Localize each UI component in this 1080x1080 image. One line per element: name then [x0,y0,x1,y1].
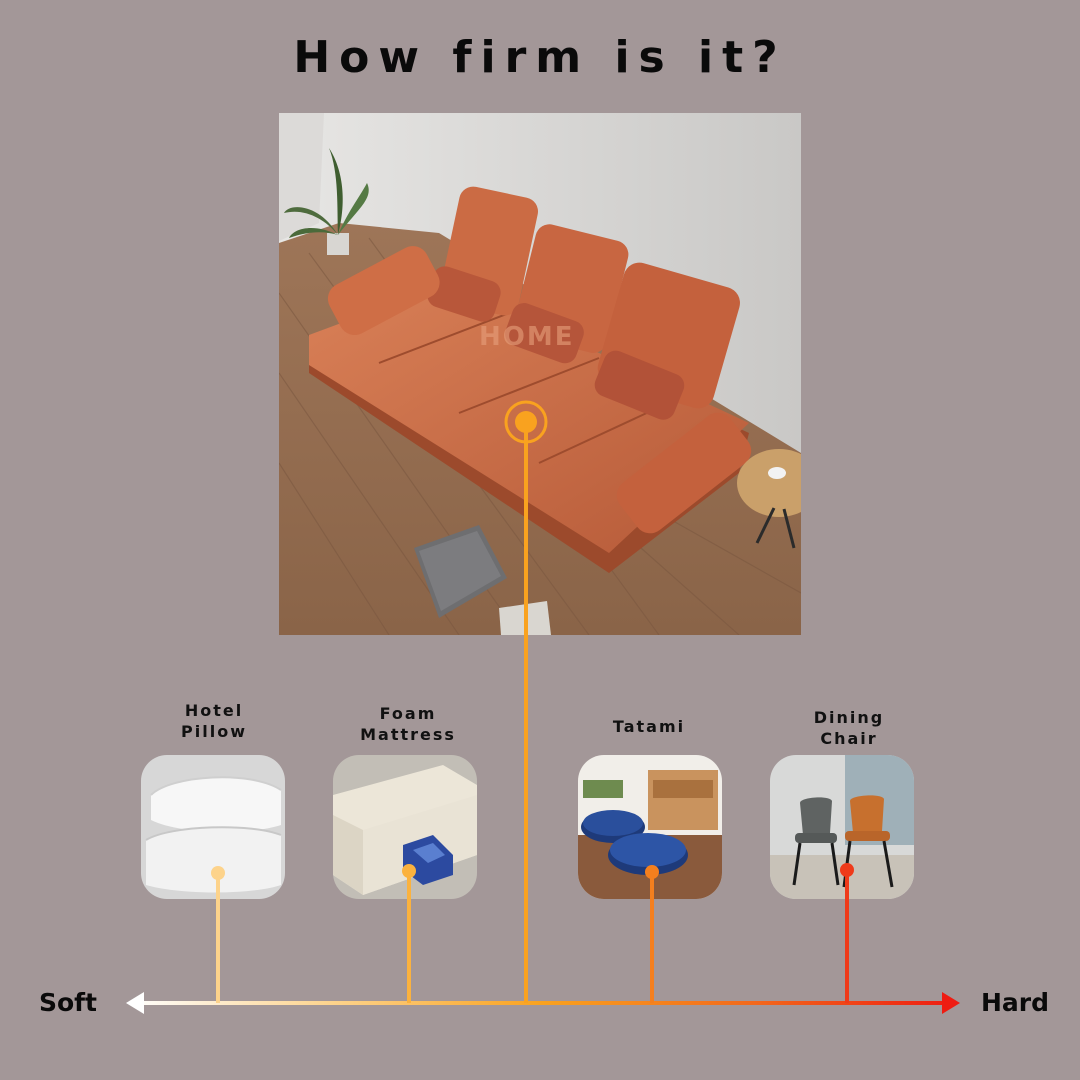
label-hotel-pillow: Hotel Pillow [134,700,294,742]
left-arrow-icon [126,992,144,1014]
soft-label: Soft [39,988,98,1017]
hotel-pillow-photo [141,755,285,899]
label-dining-chair-line2: Chair [820,729,878,748]
foam-mattress-photo [333,755,477,899]
label-hotel-pillow-line2: Pillow [181,722,247,741]
label-dining-chair-line1: Dining [813,708,885,727]
dining-chair-photo [770,755,914,899]
label-foam-mattress-line2: Mattress [360,725,456,744]
sofa-photo: HOME [279,113,801,635]
tatami-photo [578,755,722,899]
page-title: How firm is it? [293,32,787,83]
right-arrow-icon [942,992,960,1014]
hard-label: Hard [981,988,1050,1017]
label-tatami: Tatami [569,716,729,737]
label-hotel-pillow-line1: Hotel [184,701,244,720]
watermark-text: HOME [479,322,575,352]
label-dining-chair: Dining Chair [769,707,929,749]
label-tatami-line1: Tatami [612,717,686,736]
label-foam-mattress-line1: Foam [379,704,437,723]
label-foam-mattress: Foam Mattress [328,703,488,745]
